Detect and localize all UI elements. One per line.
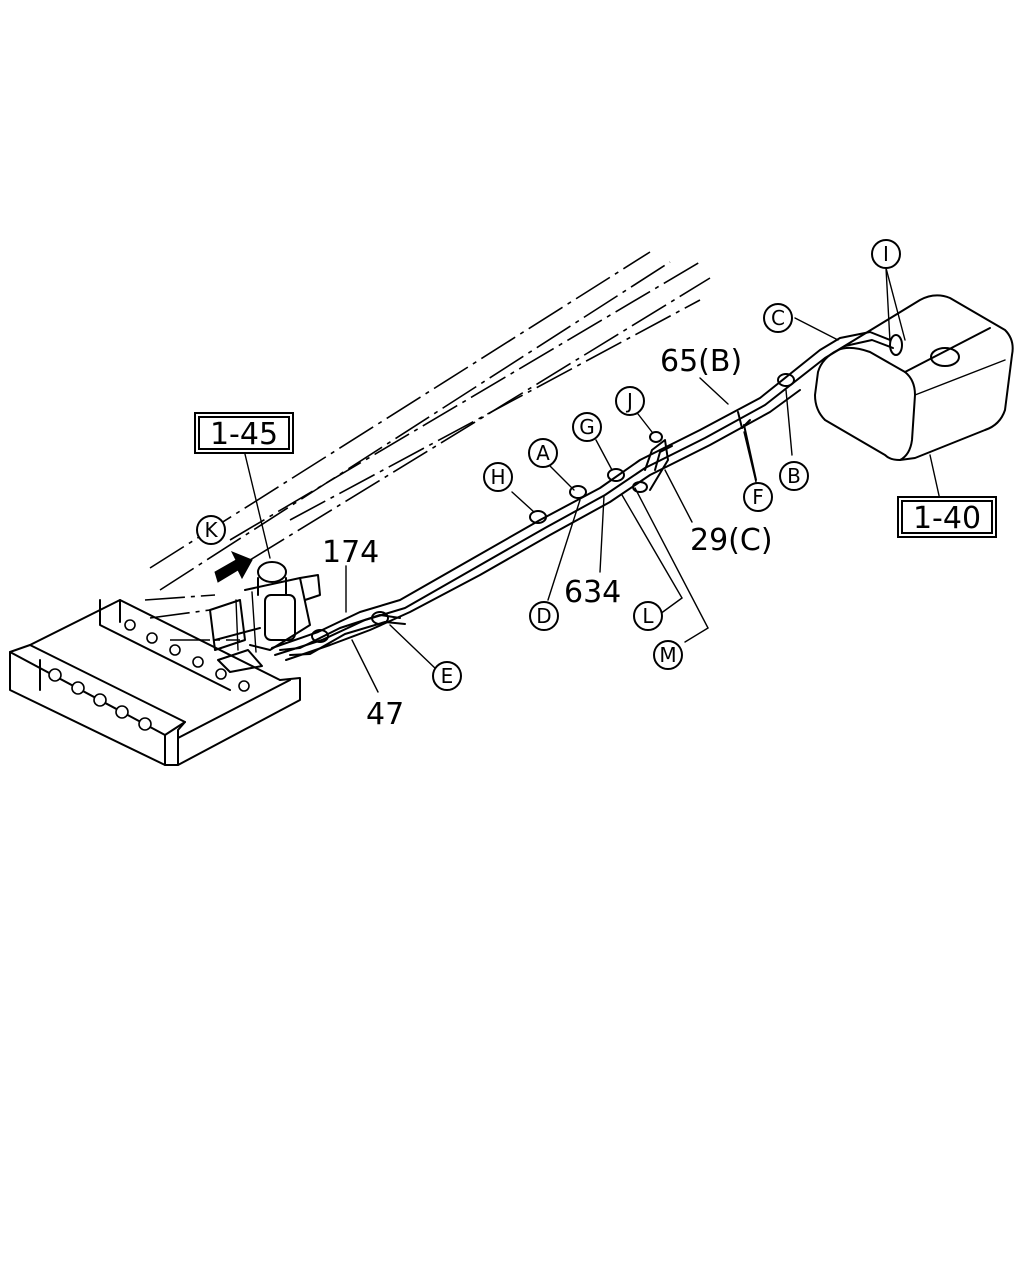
callout-c: C: [763, 303, 793, 333]
callout-e: E: [432, 661, 462, 691]
svg-text:I: I: [883, 242, 889, 266]
leader-lines: [243, 267, 941, 693]
callout-l: L: [633, 601, 663, 631]
part-number-65b: 65(B): [660, 344, 742, 379]
fuel-filter-assembly: [209, 561, 321, 673]
svg-text:L: L: [642, 604, 654, 628]
svg-text:A: A: [536, 441, 550, 465]
svg-text:F: F: [752, 485, 764, 509]
svg-text:H: H: [490, 465, 505, 489]
reference-label-1-45: 1-45: [210, 417, 278, 452]
callout-m: M: [653, 640, 683, 670]
reference-box-1-40: 1-40: [897, 496, 997, 538]
part-number-634: 634: [564, 575, 621, 610]
direction-arrow: [214, 551, 253, 583]
svg-text:D: D: [536, 604, 551, 628]
frame-crossmember: [9, 599, 301, 766]
reference-label-1-40: 1-40: [913, 501, 981, 536]
callout-d: D: [529, 601, 559, 631]
svg-text:J: J: [625, 389, 633, 413]
part-number-29c: 29(C): [690, 523, 773, 558]
fuel-pipes: [271, 331, 894, 661]
svg-text:M: M: [659, 643, 676, 667]
reference-box-1-45: 1-45: [194, 412, 294, 454]
callout-g: G: [572, 412, 602, 442]
pipe-clamps: [311, 334, 903, 643]
callout-h: H: [483, 462, 513, 492]
svg-text:G: G: [579, 415, 595, 439]
callout-j: J: [615, 386, 645, 416]
part-number-47: 47: [366, 697, 404, 732]
callout-a: A: [528, 438, 558, 468]
svg-text:B: B: [787, 464, 801, 488]
callout-i: I: [871, 239, 901, 269]
part-number-174: 174: [322, 535, 379, 570]
fuel-tank: [814, 294, 1014, 461]
svg-text:C: C: [771, 306, 785, 330]
callout-f: F: [743, 482, 773, 512]
callout-b: B: [779, 461, 809, 491]
frame-rail-phantom: [144, 251, 711, 641]
svg-text:K: K: [204, 518, 218, 542]
callout-k: K: [196, 515, 226, 545]
svg-text:E: E: [441, 664, 454, 688]
